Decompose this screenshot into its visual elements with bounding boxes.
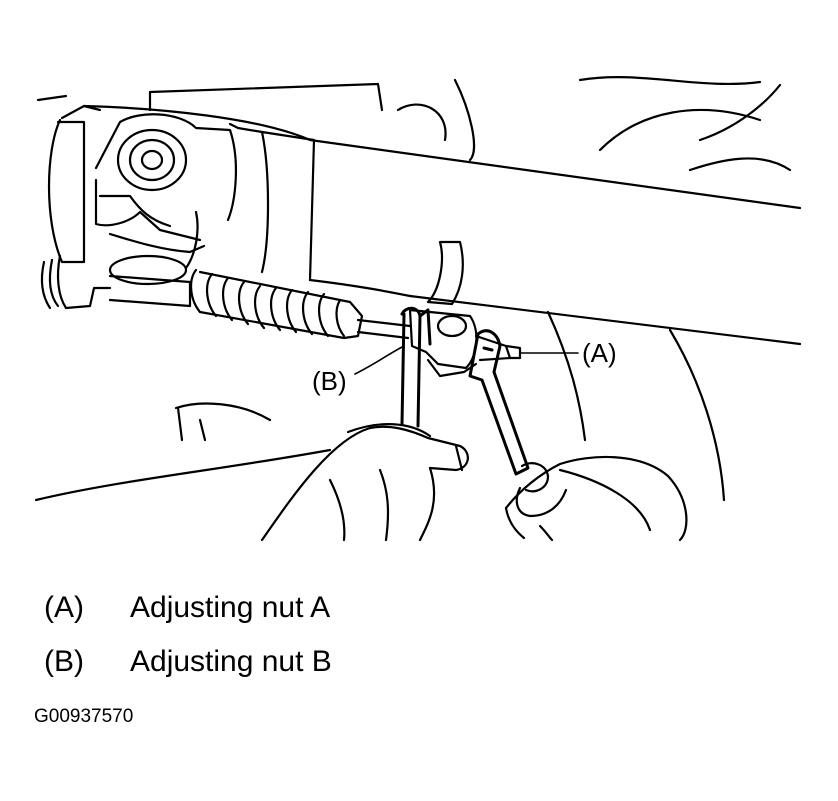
right-hand: [504, 455, 688, 542]
chassis-background: [34, 76, 792, 532]
universal-joint: [94, 113, 238, 286]
callout-b-label: (B): [312, 366, 347, 396]
wrench-b: [400, 306, 432, 428]
legend-key-a: (A): [44, 591, 84, 624]
legend-text-a: Adjusting nut A: [130, 591, 331, 624]
callout-a-label: (A): [582, 338, 617, 368]
callout-b-leader: [354, 345, 405, 375]
legend-text-b: Adjusting nut B: [130, 645, 332, 678]
left-hand: [260, 423, 469, 542]
steering-gearbox: [47, 104, 802, 346]
legend-row-b: (B) Adjusting nut B: [44, 644, 332, 680]
adjusting-nut-illustration: (A) (B): [34, 76, 802, 542]
figure-id: G00937570: [34, 706, 134, 727]
legend-key-b: (B): [44, 645, 84, 678]
legend-row-a: (A) Adjusting nut A: [44, 590, 330, 626]
rubber-boot: [40, 254, 364, 340]
wrench-a: [468, 329, 530, 476]
